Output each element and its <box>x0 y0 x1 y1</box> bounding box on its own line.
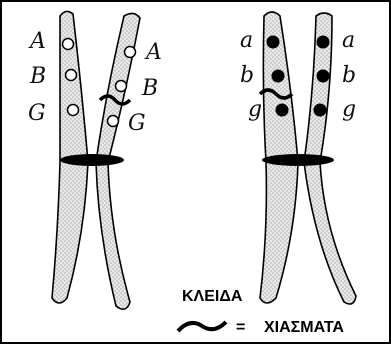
label-g-right-1: g <box>248 97 262 122</box>
left-centromere <box>60 154 124 166</box>
chromosome-diagram: A B G A B G a b g a b g ΚΛΕΙΔΑ = ΧΙΑΣΜΑΤ… <box>2 2 389 342</box>
label-A-left-1: A <box>28 29 46 54</box>
allele-G-left-2 <box>108 116 119 127</box>
left-chromosome-pair: A B G A B G <box>28 11 162 309</box>
label-A-left-2: A <box>144 40 162 65</box>
label-a-right-2: a <box>342 28 355 53</box>
allele-B-left-2 <box>116 81 127 92</box>
label-g-right-2: g <box>342 97 356 122</box>
allele-a-right-1 <box>267 36 280 49</box>
allele-g-right-2 <box>314 104 327 117</box>
allele-G-left-1 <box>68 105 79 116</box>
label-b-right-1: b <box>240 63 254 88</box>
legend-meaning: ΧΙΑΣΜΑΤΑ <box>264 319 344 336</box>
legend-chiasma-symbol <box>178 322 226 331</box>
allele-b-right-2 <box>317 70 330 83</box>
label-B-left-1: B <box>29 64 46 89</box>
label-b-right-2: b <box>342 63 356 88</box>
right-chromosome-pair: a b g a b g <box>240 12 356 304</box>
legend-title: ΚΛΕΙΔΑ <box>182 288 243 305</box>
label-G-left-1: G <box>28 101 46 126</box>
label-a-right-1: a <box>240 28 253 53</box>
allele-a-right-2 <box>317 36 330 49</box>
allele-A-left-1 <box>63 39 74 50</box>
label-G-left-2: G <box>128 111 146 136</box>
allele-B-left-1 <box>66 70 77 81</box>
right-centromere <box>262 154 334 166</box>
allele-g-right-1 <box>276 104 289 117</box>
allele-b-right-1 <box>272 70 285 83</box>
legend-equals: = <box>236 319 245 336</box>
allele-A-left-2 <box>125 47 136 58</box>
label-B-left-2: B <box>141 76 158 101</box>
